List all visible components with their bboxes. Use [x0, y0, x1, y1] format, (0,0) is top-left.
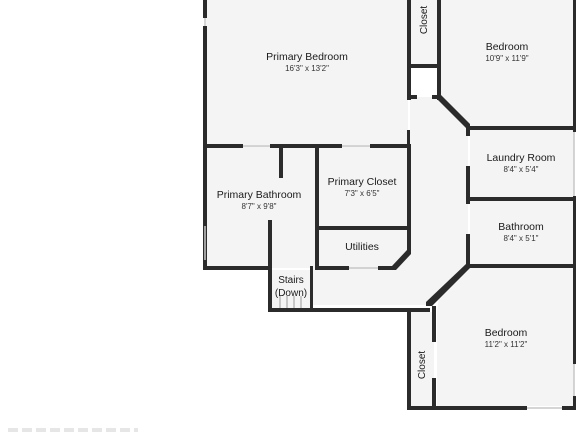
- wall: [432, 306, 436, 342]
- bathroom-floor: [470, 200, 574, 265]
- wall: [268, 266, 272, 312]
- hallway-floor: [312, 97, 468, 305]
- wall: [315, 266, 349, 270]
- wall: [573, 196, 576, 268]
- wall: [407, 308, 411, 410]
- primary-bedroom-dims: 16'3" x 13'2": [285, 64, 329, 73]
- walls: [203, 0, 576, 410]
- wall: [392, 250, 411, 270]
- wall: [466, 197, 576, 201]
- bedroom-bottom-floor: [437, 268, 574, 406]
- bedroom-bottom-name: Bedroom: [485, 327, 528, 339]
- primary-closet-name: Primary Closet: [328, 176, 397, 188]
- windows: [204, 18, 575, 409]
- wall: [573, 0, 576, 132]
- bedroom-top-dims: 10'9" x 11'9": [485, 54, 528, 63]
- bathroom-name: Bathroom: [498, 221, 544, 233]
- stairs-label-line2: (Down): [275, 288, 307, 299]
- stairs-label-line1: Stairs: [278, 275, 304, 286]
- wall: [378, 266, 396, 270]
- closet-top-label: Closet: [419, 6, 430, 35]
- floor-fills: [206, 0, 574, 406]
- wall: [437, 95, 470, 128]
- closet-bottom-label: Closet: [417, 351, 428, 380]
- wall: [466, 264, 576, 268]
- wall: [466, 166, 470, 204]
- primary-bedroom-name: Primary Bedroom: [266, 51, 348, 63]
- wall: [437, 0, 441, 100]
- wall: [407, 130, 410, 146]
- bedroom-top-name: Bedroom: [486, 41, 529, 53]
- room-labels: Primary Bedroom 16'3" x 13'2" Bedroom 10…: [217, 6, 556, 380]
- laundry-room-floor: [470, 130, 574, 198]
- wall: [432, 378, 436, 410]
- wall: [370, 144, 411, 148]
- primary-bathroom-floor: [206, 146, 316, 268]
- wall: [573, 268, 576, 364]
- primary-bathroom-dims: 8'7" x 9'8": [242, 202, 277, 211]
- wall: [562, 406, 576, 410]
- wall: [315, 144, 319, 270]
- wall: [466, 234, 470, 268]
- wall: [466, 126, 576, 130]
- wall: [315, 226, 411, 230]
- closet-top-floor: [410, 0, 437, 64]
- wall: [573, 396, 576, 410]
- wall: [407, 64, 441, 68]
- wall: [268, 308, 430, 312]
- wall: [407, 406, 527, 410]
- wall: [203, 144, 243, 148]
- bedroom-bottom-dims: 11'2" x 11'2": [485, 340, 528, 349]
- stairs-floor: [270, 270, 312, 310]
- wall: [268, 220, 272, 270]
- wall: [407, 95, 417, 99]
- laundry-room-name: Laundry Room: [487, 152, 556, 164]
- bedroom-top-floor: [440, 0, 574, 126]
- stair-treads: [279, 296, 302, 308]
- closet-bottom-floor: [410, 312, 434, 406]
- wall: [310, 266, 313, 312]
- primary-closet-dims: 7'3" x 6'5": [345, 189, 380, 198]
- wall: [426, 264, 470, 306]
- wall: [407, 0, 411, 100]
- laundry-room-dims: 8'4" x 5'4": [504, 165, 539, 174]
- primary-bedroom-floor: [206, 0, 408, 145]
- primary-bathroom-name: Primary Bathroom: [217, 189, 302, 201]
- utilities-name: Utilities: [345, 241, 379, 253]
- wall: [407, 144, 411, 254]
- primary-closet-floor: [318, 146, 408, 228]
- watermark-strip: [8, 428, 138, 432]
- wall: [466, 126, 470, 136]
- wall: [432, 95, 441, 99]
- wall: [203, 0, 207, 18]
- utilities-floor: [318, 230, 408, 268]
- wall: [279, 144, 283, 178]
- wall: [270, 144, 342, 148]
- bathroom-dims: 8'4" x 5'1": [504, 234, 539, 243]
- wall: [203, 266, 269, 270]
